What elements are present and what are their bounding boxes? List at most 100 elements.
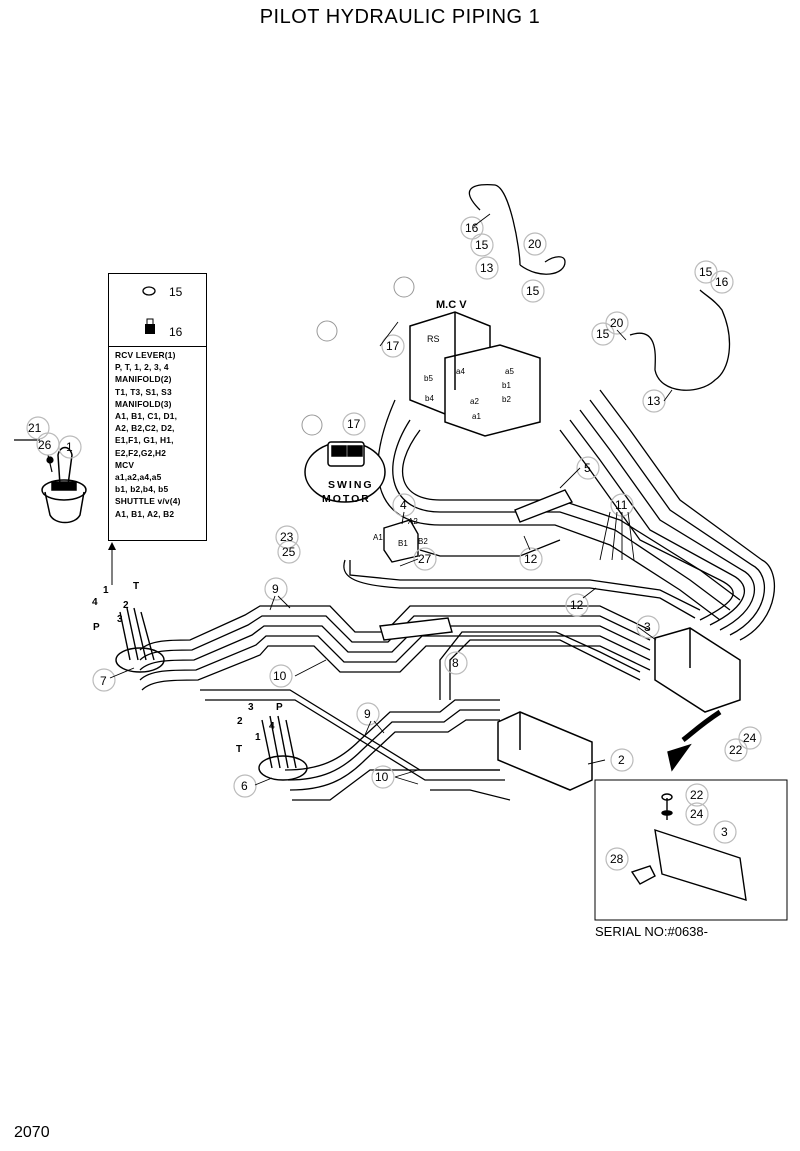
port-rs: RS bbox=[427, 334, 440, 344]
port-A2: A2 bbox=[408, 517, 418, 526]
port-a1: a1 bbox=[472, 412, 481, 421]
callout-21: 21 bbox=[28, 421, 42, 435]
legend-line: a1,a2,a4,a5 bbox=[115, 472, 162, 483]
callout-28: 28 bbox=[610, 852, 624, 866]
pipe-bundle-lower bbox=[284, 699, 500, 771]
rcv-left-port-P: P bbox=[93, 622, 100, 633]
callout-9b: 9 bbox=[364, 707, 371, 721]
page-title: PILOT HYDRAULIC PIPING 1 bbox=[259, 6, 541, 28]
rcv-left-port-4: 4 bbox=[92, 597, 98, 608]
detail-arrow bbox=[681, 709, 722, 743]
callout-17a: 17 bbox=[347, 417, 361, 431]
callout-3b: 3 bbox=[721, 825, 728, 839]
rcv-left-port-3: 3 bbox=[117, 614, 123, 625]
callout-13b: 13 bbox=[647, 394, 661, 408]
callout-23: 23 bbox=[280, 530, 294, 544]
swing-motor-line1: SWING bbox=[328, 479, 374, 491]
callout-22b: 22 bbox=[690, 788, 704, 802]
callout-12a: 12 bbox=[524, 552, 538, 566]
rcv-right-port-P: P bbox=[276, 702, 283, 713]
callout-4: 4 bbox=[400, 498, 407, 512]
callout-6: 6 bbox=[241, 779, 248, 793]
port-b4: b4 bbox=[425, 394, 434, 403]
legend-line: MANIFOLD(3) bbox=[115, 398, 172, 409]
callout-26: 25 bbox=[282, 545, 296, 559]
port-B1: B1 bbox=[398, 539, 408, 548]
port-b1: b1 bbox=[502, 381, 511, 390]
serial-number-note: SERIAL NO:#0638- bbox=[595, 924, 708, 939]
rcv-lever-right bbox=[258, 715, 308, 781]
legend-line: RCV LEVER(1) bbox=[115, 350, 176, 360]
rcv-left-port-2: 2 bbox=[123, 600, 129, 611]
callout-8: 8 bbox=[452, 656, 459, 670]
port-a5: a5 bbox=[505, 367, 514, 376]
port-A1: A1 bbox=[373, 533, 383, 542]
shuttle-valve bbox=[383, 519, 419, 563]
rcv-left-port-1: 1 bbox=[103, 585, 109, 596]
legend-icons: 15 16 bbox=[142, 285, 183, 339]
legend-line: P, T, 1, 2, 3, 4 bbox=[115, 362, 169, 373]
callout-11: 11 bbox=[615, 498, 628, 512]
swing-motor-line2: MOTOR bbox=[322, 493, 371, 505]
callout-25b: 24 bbox=[690, 807, 704, 821]
callout-16a: 16 bbox=[465, 221, 479, 235]
callout-12b: 12 bbox=[570, 598, 584, 612]
callout-10a: 10 bbox=[273, 669, 287, 683]
port-b5: b5 bbox=[424, 374, 433, 383]
callout-10b: 10 bbox=[375, 770, 389, 784]
legend-line: E1,F1, G1, H1, bbox=[115, 435, 174, 446]
legend-divider bbox=[109, 346, 206, 347]
rcv-right-port-T: T bbox=[236, 744, 242, 755]
port-a2: a2 bbox=[470, 397, 479, 406]
manifold-2 bbox=[497, 711, 593, 791]
mcv-label: M.C V bbox=[436, 299, 467, 311]
callout-15a: 15 bbox=[475, 238, 489, 252]
rcv-right-port-1: 1 bbox=[255, 732, 261, 743]
plug-28 bbox=[630, 865, 656, 885]
callout-15d: 15 bbox=[699, 265, 713, 279]
rcv-right-port-2: 2 bbox=[237, 716, 243, 727]
callout-2: 2 bbox=[618, 753, 625, 767]
callout-20b: 20 bbox=[610, 316, 624, 330]
legend-line: A1, B1, A2, B2 bbox=[115, 508, 175, 519]
manifold-3 bbox=[654, 627, 741, 713]
callout-16b: 16 bbox=[715, 275, 729, 289]
rcv-right-port-4: 4 bbox=[269, 721, 275, 732]
legend-line: T1, T3, S1, S3 bbox=[115, 386, 172, 397]
callout-5: 5 bbox=[584, 461, 591, 475]
o-ring-icon bbox=[142, 286, 156, 296]
rcv-lever-left bbox=[115, 607, 165, 673]
rcv-right-port-3: 3 bbox=[248, 702, 254, 713]
legend-ref-16: 16 bbox=[169, 325, 183, 339]
callout-27: 27 bbox=[418, 552, 432, 566]
callout-20a: 20 bbox=[528, 237, 542, 251]
detail-inset bbox=[594, 779, 788, 921]
hose-13-upper bbox=[468, 184, 521, 266]
legend-line: A2, B2,C2, D2, bbox=[115, 423, 175, 434]
callout-9a: 9 bbox=[272, 582, 279, 596]
callout-7: 7 bbox=[100, 674, 107, 688]
joystick bbox=[41, 446, 87, 524]
callout-3: 3 bbox=[644, 620, 651, 634]
port-B2: B2 bbox=[418, 537, 428, 546]
legend-line: E2,F2,G2,H2 bbox=[115, 447, 167, 458]
callout-15c: 15 bbox=[596, 327, 610, 341]
legend-line: A1, B1, C1, D1, bbox=[115, 411, 178, 422]
legend-line: b1, b2,b4, b5 bbox=[115, 484, 169, 495]
port-a4: a4 bbox=[456, 367, 465, 376]
callout-15b: 15 bbox=[526, 284, 540, 298]
parts-legend: 15 16 RCV LEVER(1) P, T, 1, 2, 3, 4 MANI… bbox=[108, 273, 207, 541]
legend-ref-15: 15 bbox=[169, 285, 183, 299]
fitting-icon bbox=[145, 324, 155, 334]
legend-line: MCV bbox=[115, 459, 135, 470]
clamp-bar-8 bbox=[379, 617, 453, 641]
callout-24: 26 bbox=[38, 438, 52, 452]
rcv-left-port-T: T bbox=[133, 581, 139, 592]
callout-25a: 24 bbox=[743, 731, 757, 745]
legend-text: RCV LEVER(1) P, T, 1, 2, 3, 4 MANIFOLD(2… bbox=[115, 349, 205, 520]
page-number: 2070 bbox=[14, 1124, 50, 1141]
swing-motor bbox=[304, 441, 386, 503]
legend-line: MANIFOLD(2) bbox=[115, 374, 172, 385]
legend-line: SHUTTLE v/v(4) bbox=[115, 496, 181, 507]
